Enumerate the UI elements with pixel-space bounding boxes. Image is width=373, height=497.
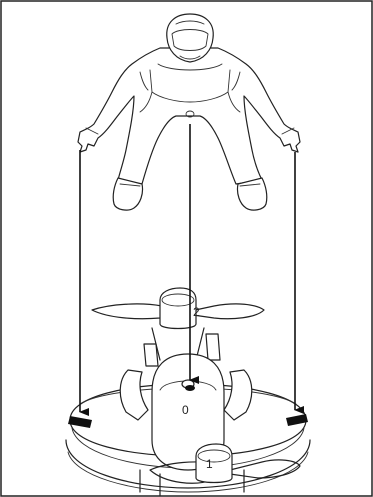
body-mark: 0 xyxy=(182,403,189,417)
propeller-number-front: 1 xyxy=(206,457,213,471)
strut-left xyxy=(144,344,158,366)
strut-right xyxy=(206,334,220,360)
pilot-boot-left xyxy=(113,178,142,210)
drone: 2 0 1 xyxy=(66,288,310,496)
clip-slot-center xyxy=(185,385,195,391)
clip-slot-right xyxy=(286,414,308,426)
propeller-number-rear: 2 xyxy=(193,305,200,319)
pilot-boot-right xyxy=(237,178,266,210)
cage-arm-right xyxy=(224,370,252,420)
cage-arm-left xyxy=(120,370,148,420)
pilot-figure xyxy=(78,14,300,210)
pilot-body xyxy=(78,48,300,184)
